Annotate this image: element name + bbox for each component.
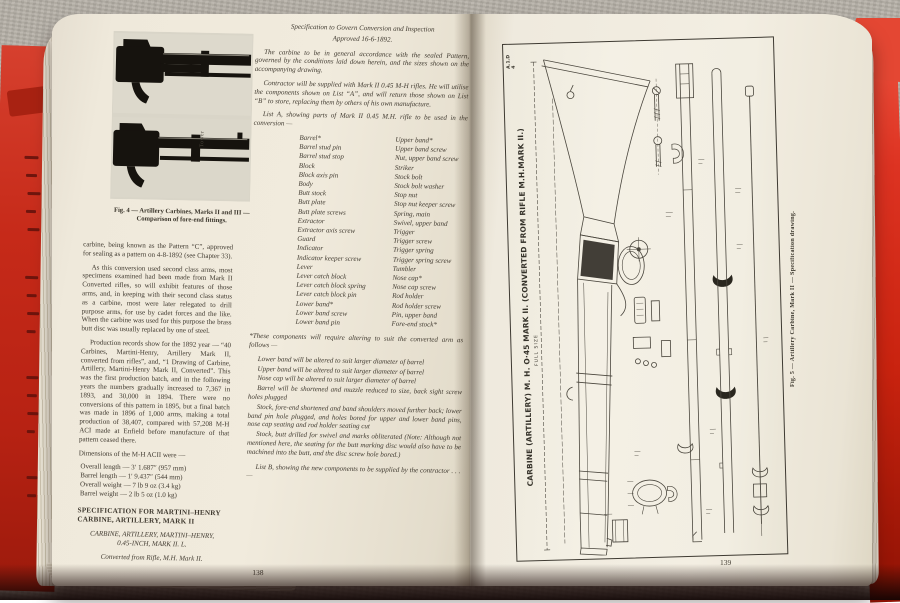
designation: CARBINE, ARTILLERY, MARTINI–HENRY, 0.45-… xyxy=(77,529,227,550)
carbine-photo-bottom xyxy=(112,123,250,188)
dimension-line: Barrel weight — 2 lb 5 oz (1.0 kg) xyxy=(79,489,177,500)
jacket-text-fragment xyxy=(26,476,38,480)
dimensions-list: Overall length — 3′ 1.687″ (957 mm)Barre… xyxy=(80,463,229,502)
jacket-text-fragment xyxy=(25,209,37,214)
parts-item: Fore-end stock* xyxy=(391,319,438,329)
small-component-details xyxy=(632,296,672,368)
converted-note: Converted from Rifle, M.H. Mark II. xyxy=(100,552,203,563)
paragraph-second-class: As this conversion used second class arm… xyxy=(81,263,233,336)
alterations-list: Lower band will be altered to suit large… xyxy=(247,355,463,461)
alteration-paragraph: Stock, butt drilled for swivel and marks… xyxy=(246,430,462,459)
jacket-text-fragment xyxy=(26,430,35,434)
paragraph-accordance: The carbine to be in general accordance … xyxy=(254,47,470,75)
parts-item: Lower band pin xyxy=(295,317,340,327)
specification-drawing-frame: A.1.D 4 CARBINE (ARTILLERY) M. H. O·45 M… xyxy=(502,36,789,562)
designation-line-2: 0.45-INCH, MARK II. L. xyxy=(117,538,187,549)
book-gutter-shadow xyxy=(454,14,486,586)
list-a-intro: List A, showing parts of Mark II 0.45 M.… xyxy=(253,110,468,128)
jacket-text-fragment xyxy=(25,173,38,178)
figure-4-caption: Fig. 4 — Artillery Carbines, Marks II an… xyxy=(98,207,266,227)
list-b-note: List B, showing the new components to be… xyxy=(246,462,461,480)
jacket-text-fragment xyxy=(27,494,37,498)
right-text-column: Specification to Govern Conversion and I… xyxy=(246,22,470,490)
jacket-text-fragment xyxy=(26,329,36,334)
photo-credit: Tower xyxy=(199,130,206,148)
section-detail-circle xyxy=(626,237,651,262)
jacket-text-fragment xyxy=(26,375,39,380)
left-page: Tower Fig. 4 — Artillery Carbines, Marks… xyxy=(52,14,470,586)
figure-4 xyxy=(110,30,254,202)
carbine-photo-top xyxy=(115,39,252,104)
jacket-text-fragment xyxy=(27,412,39,416)
open-book: Tower Fig. 4 — Artillery Carbines, Marks… xyxy=(52,14,872,586)
figure-5-caption: Fig. 5 — Artillery Carbine, Mark II — Sp… xyxy=(790,134,796,464)
jacket-text-fragment xyxy=(24,155,39,160)
jacket-text-fragment xyxy=(26,393,37,398)
jacket-text-fragment xyxy=(27,311,40,316)
right-page: A.1.D 4 CARBINE (ARTILLERY) M. H. O·45 M… xyxy=(470,14,872,586)
barrel-section xyxy=(675,63,703,543)
main-carbine-outline xyxy=(541,59,651,556)
fore-end-section xyxy=(711,68,735,533)
jacket-text-fragment xyxy=(26,293,37,298)
designation-line-1: CARBINE, ARTILLERY, MARTINI–HENRY, xyxy=(89,529,215,540)
figure-5-caption-text: Fig. 5 — Artillery Carbine, Mark II — Sp… xyxy=(790,211,796,387)
jacket-text-fragment xyxy=(27,191,41,196)
jacket-text-fragment xyxy=(25,275,39,280)
paragraph-contractor: Contractor will be supplied with Mark II… xyxy=(254,78,469,109)
page-number-right: 139 xyxy=(720,558,732,567)
cleaning-rod xyxy=(744,85,763,536)
left-text-column: carbine, being known as the Pattern “C”,… xyxy=(76,240,233,568)
paragraph-continuation: carbine, being known as the Pattern “C”,… xyxy=(82,240,234,261)
asterisk-note: *These components will require altering … xyxy=(248,331,464,350)
specification-heading: SPECIFICATION FOR MARTINI–HENRY CARBINE,… xyxy=(77,506,221,526)
alteration-paragraph: Stock, fore-end shortened and band shoul… xyxy=(247,402,462,431)
nose-cap-detail xyxy=(604,513,629,543)
approved-date: Approved 16-6-1892. xyxy=(332,34,393,44)
paragraph-production: Production records show for the 1892 yea… xyxy=(78,338,232,445)
carbine-comparison-photos xyxy=(110,30,254,202)
page-number-left: 138 xyxy=(252,567,264,578)
screw-details xyxy=(651,78,684,175)
dimensions-intro: Dimensions of the M-H ACII were — xyxy=(78,448,186,459)
annotation-marks xyxy=(634,159,769,514)
jacket-text-fragment xyxy=(27,227,40,232)
carbine-specification-drawing xyxy=(530,59,770,556)
